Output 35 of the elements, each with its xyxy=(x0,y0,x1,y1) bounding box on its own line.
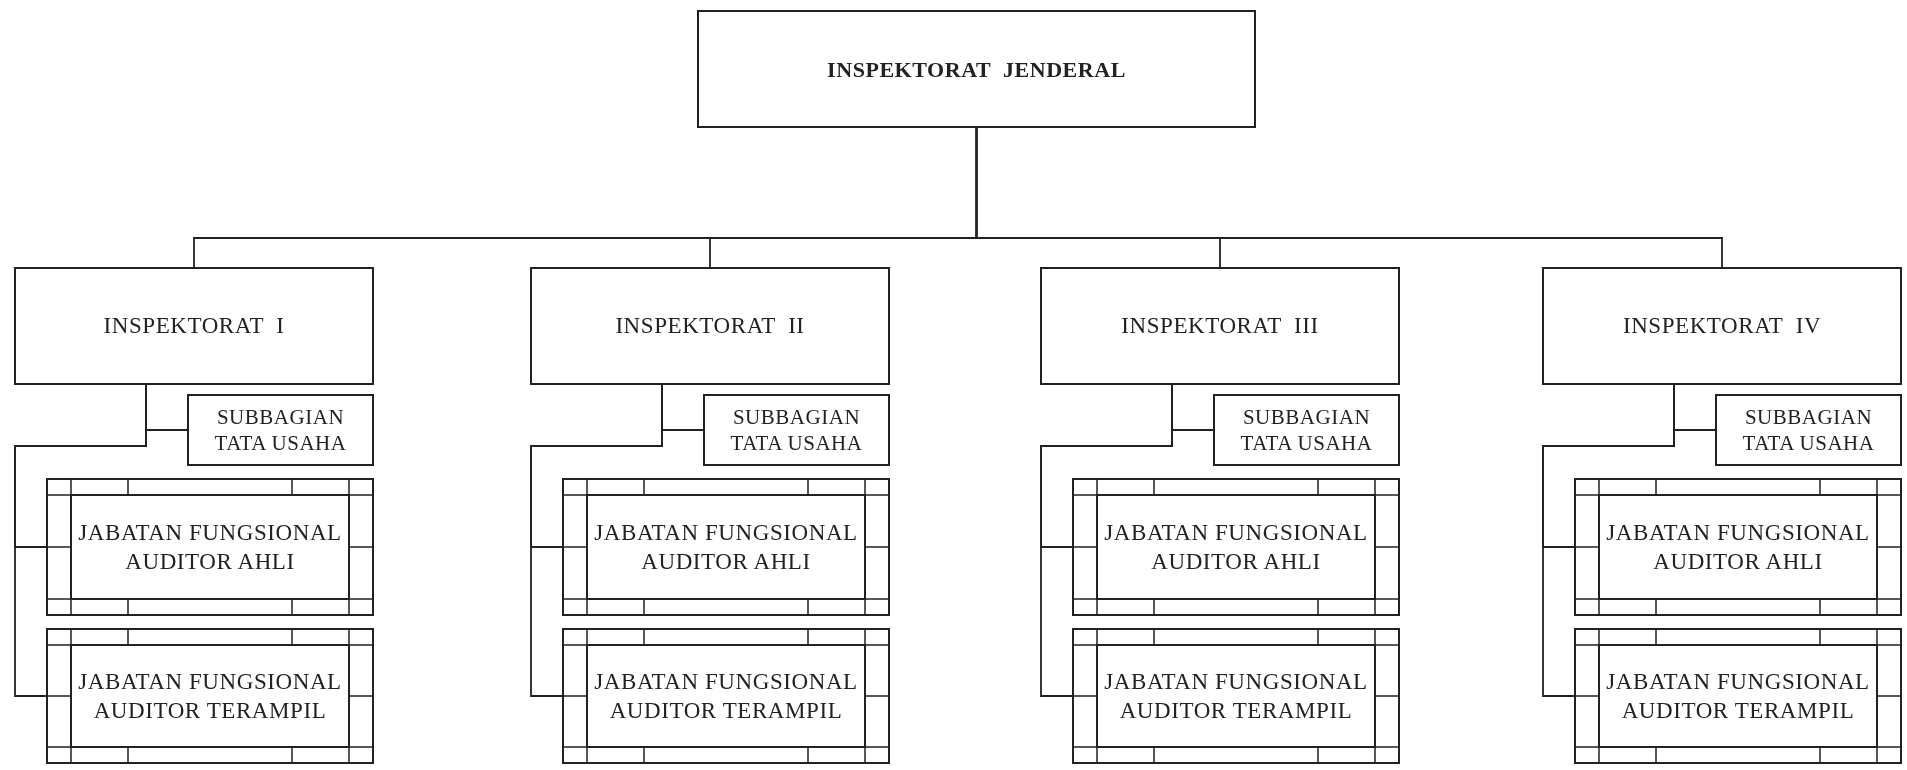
org-box xyxy=(187,394,374,466)
framed-box xyxy=(1574,628,1902,764)
framed-box xyxy=(1072,628,1400,764)
box-label: JABATAN FUNGSIONAL AUDITOR TERAMPIL xyxy=(593,668,859,725)
box-label: INSPEKTORAT III xyxy=(1121,311,1319,340)
org-box xyxy=(697,10,1256,128)
box-label: JABATAN FUNGSIONAL AUDITOR AHLI xyxy=(593,519,859,576)
box-label: JABATAN FUNGSIONAL AUDITOR TERAMPIL xyxy=(77,668,343,725)
box-label: SUBBAGIAN TATA USAHA xyxy=(213,404,348,456)
box-label: INSPEKTORAT JENDERAL xyxy=(827,55,1126,84)
org-box xyxy=(1715,394,1902,466)
box-label: INSPEKTORAT IV xyxy=(1622,311,1822,340)
org-box xyxy=(1040,267,1400,385)
box-label: SUBBAGIAN TATA USAHA xyxy=(1741,404,1876,456)
connector-line xyxy=(975,127,1723,268)
framed-box xyxy=(1574,478,1902,616)
org-box xyxy=(530,267,890,385)
box-label: JABATAN FUNGSIONAL AUDITOR AHLI xyxy=(77,519,343,576)
box-label: SUBBAGIAN TATA USAHA xyxy=(1239,404,1374,456)
box-label: JABATAN FUNGSIONAL AUDITOR TERAMPIL xyxy=(1103,668,1369,725)
framed-box xyxy=(1072,478,1400,616)
box-label: INSPEKTORAT I xyxy=(103,311,285,340)
framed-box xyxy=(562,478,890,616)
box-label: SUBBAGIAN TATA USAHA xyxy=(729,404,864,456)
org-box xyxy=(703,394,890,466)
box-label: JABATAN FUNGSIONAL AUDITOR AHLI xyxy=(1605,519,1871,576)
framed-box xyxy=(46,628,374,764)
org-box xyxy=(1213,394,1400,466)
org-box xyxy=(14,267,374,385)
org-box xyxy=(1542,267,1902,385)
box-label: INSPEKTORAT II xyxy=(615,311,805,340)
box-label: JABATAN FUNGSIONAL AUDITOR TERAMPIL xyxy=(1605,668,1871,725)
box-label: JABATAN FUNGSIONAL AUDITOR AHLI xyxy=(1103,519,1369,576)
framed-box xyxy=(562,628,890,764)
framed-box xyxy=(46,478,374,616)
